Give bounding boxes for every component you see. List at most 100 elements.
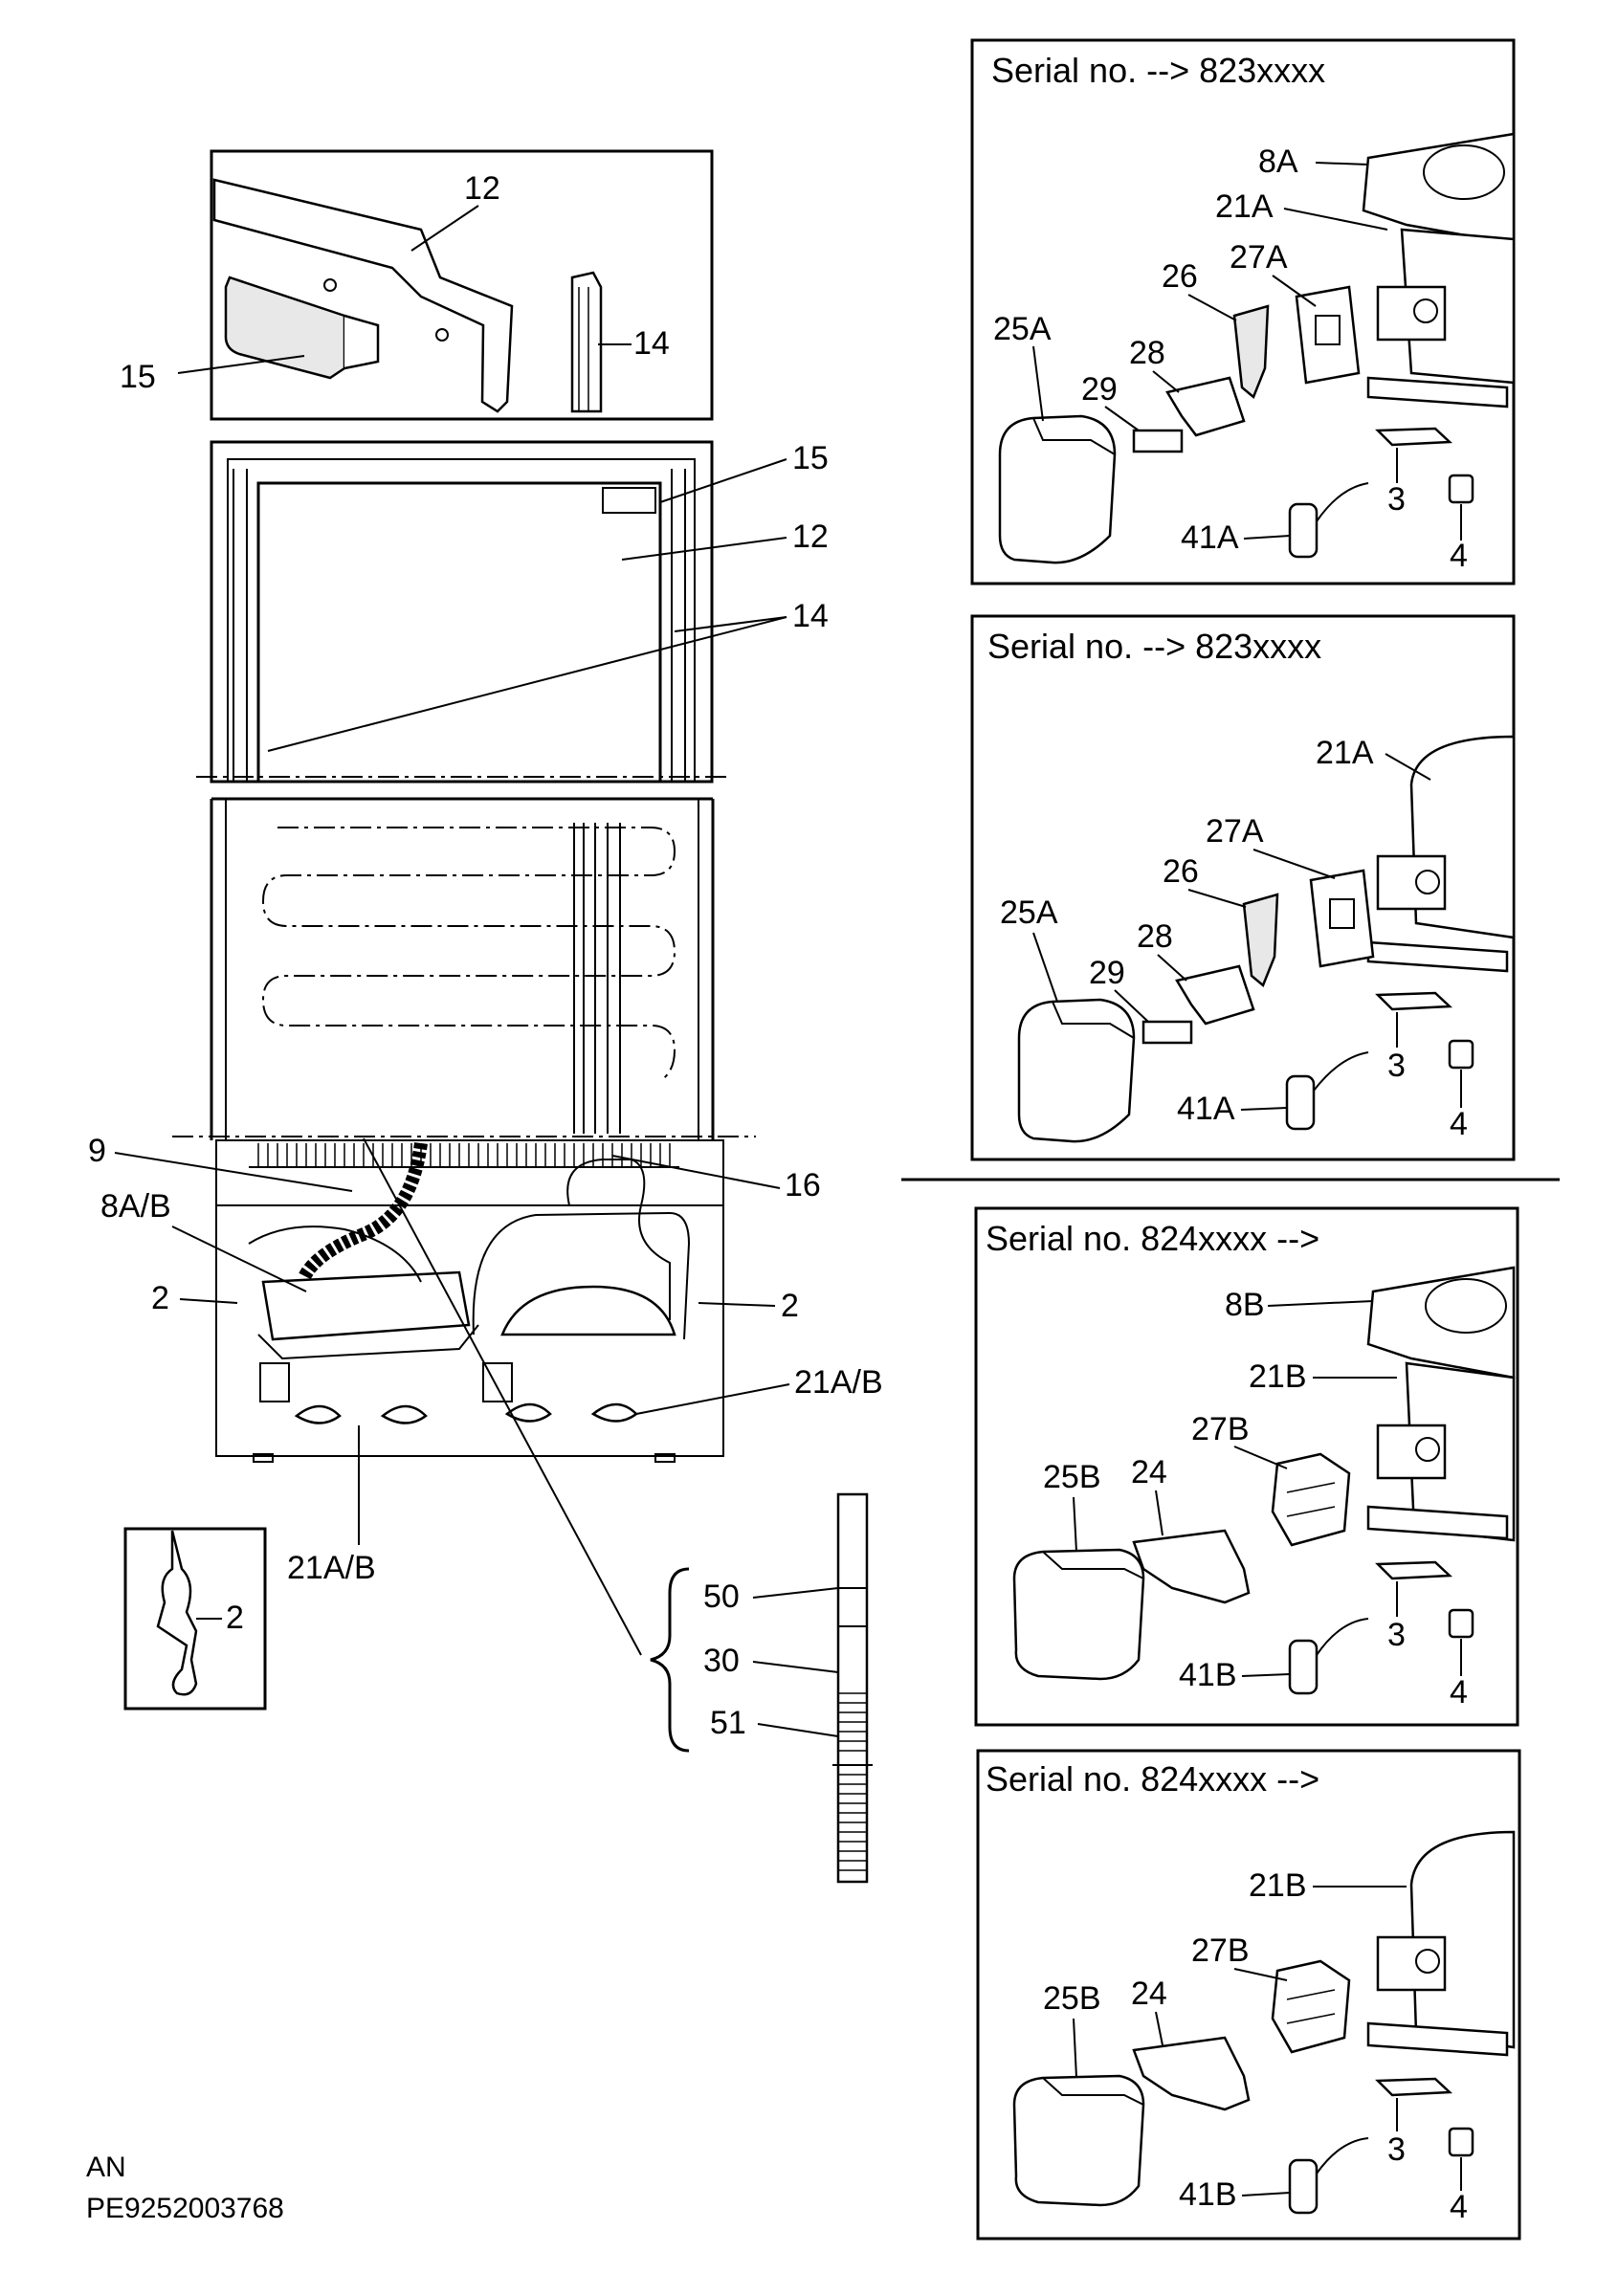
mount-feet [294,1402,638,1424]
p1-label-41a: 41A [1181,519,1239,556]
footer-code-an: AN [86,2152,126,2183]
p4-label-41b: 41B [1179,2176,1237,2213]
heater-inset: 2 [123,1527,267,1711]
top-inset-frame [210,149,714,421]
cover-25a-p1 [998,414,1117,564]
condenser-coil [261,827,676,1082]
relay-27b-p4 [1271,1959,1351,2054]
capacitor-41b-p3 [1288,1639,1319,1695]
door-inner-panel [256,481,662,784]
relay-27b-p3 [1271,1452,1351,1547]
p3-label-8b: 8B [1225,1287,1265,1323]
starter-24-p4 [1132,2036,1251,2111]
panel-4-frame [976,1749,1521,2241]
p3-label-4: 4 [1450,1674,1468,1711]
drain-hose [298,1142,428,1281]
panel-3-title: Serial no. 824xxxx --> [986,1219,1319,1258]
evaporation-tray [261,1270,471,1341]
panel-1: Serial no. --> 823xxxx 8A 21A 27A [970,38,1516,585]
label-30: 30 [703,1643,740,1679]
tray-8b [1366,1266,1516,1380]
p1-label-4: 4 [1450,538,1468,574]
label-14-door: 14 [792,598,829,634]
condenser-tubes [573,823,621,1134]
p3-label-3: 3 [1387,1617,1406,1653]
lamp-cover-drawing [224,276,346,380]
p2-label-3: 3 [1387,1048,1406,1084]
p3-label-27b: 27B [1191,1411,1250,1447]
pipe-b [566,1159,671,1320]
compressor-21b-p4 [1409,1830,1516,2049]
compartment-frame [215,1139,724,1457]
grommet-4-p3 [1448,1608,1474,1639]
cover-25b-p4 [1012,2074,1145,2207]
footer-doc-number: PE9252003768 [86,2193,284,2224]
capacitor-41b-p4 [1288,2158,1319,2215]
gasket-profile-drawing [570,271,603,413]
p2-label-27a: 27A [1206,813,1264,850]
clip-28-p1 [1165,376,1246,437]
relay-27a-p2 [1309,869,1375,968]
p3-label-25b: 25B [1043,1459,1101,1495]
p2-label-4: 4 [1450,1106,1468,1142]
label-12-inset: 12 [464,170,500,207]
p3-label-41b: 41B [1179,1657,1237,1693]
p3-label-21b: 21B [1249,1358,1307,1395]
panel-2-title: Serial no. --> 823xxxx [987,627,1321,666]
relay-27a-p1 [1295,285,1361,385]
label-21ab-right: 21A/B [794,1364,883,1401]
grommet-4-p4 [1448,2127,1474,2157]
label-8ab: 8A/B [100,1188,171,1225]
shelf-board-drawing [212,178,514,413]
panel-4: Serial no. 824xxxx --> 21B 27B 25B 24 3 … [976,1749,1521,2241]
bracket-26-p2 [1242,893,1279,988]
cover-25a-p2 [1017,998,1136,1143]
label-9: 9 [88,1133,106,1169]
p4-label-21b: 21B [1249,1867,1307,1904]
label-15-door: 15 [792,440,829,476]
door-gasket-left [233,469,248,782]
compressor-dome [500,1285,676,1336]
p4-label-24: 24 [1131,1976,1167,2012]
pipe-a [472,1211,691,1340]
plate-3-p4 [1375,2077,1453,2097]
p1-label-25a: 25A [993,311,1052,347]
p3-label-24: 24 [1131,1454,1167,1490]
label-2-left: 2 [151,1280,169,1316]
p2-label-41a: 41A [1177,1091,1235,1127]
grommet-4-p2 [1448,1039,1474,1070]
plate-3-p3 [1375,1560,1453,1580]
panel-4-title: Serial no. 824xxxx --> [986,1759,1319,1799]
label-16: 16 [785,1167,821,1203]
label-2-right: 2 [781,1288,799,1324]
panel-1-title: Serial no. --> 823xxxx [991,51,1325,90]
label-50: 50 [703,1578,740,1615]
grommet-4-p1 [1448,474,1474,504]
p2-label-26: 26 [1163,853,1199,890]
p4-label-27b: 27B [1191,1932,1250,1969]
p4-label-4: 4 [1450,2189,1468,2225]
label-2-heater: 2 [226,1600,244,1636]
top-inset: 12 15 14 [120,149,714,421]
p1-label-29: 29 [1081,371,1118,408]
door-frame [210,440,714,784]
label-21ab-bottom: 21A/B [287,1550,376,1586]
p1-label-27a: 27A [1230,239,1288,276]
heater-inset-frame [123,1527,267,1711]
vent-grille [249,1143,679,1168]
bracket-26-p1 [1232,304,1270,400]
capacitor-41a-p2 [1285,1074,1316,1131]
capacitor-41a-p1 [1288,502,1319,559]
clip-28-p2 [1175,964,1255,1026]
machine-compartment: 9 8A/B 2 2 16 21A/B 21A/B [88,1133,883,1656]
label-14-inset: 14 [633,325,670,362]
drain-tube [836,1492,869,1884]
p2-label-29: 29 [1089,955,1125,991]
p4-label-25b: 25B [1043,1980,1101,2017]
terminal-29-p2 [1141,1020,1193,1045]
p2-label-21a: 21A [1316,735,1374,771]
drain-hose-detail: 50 30 51 [650,1492,873,1884]
p1-label-26: 26 [1162,258,1198,295]
lamp-window [602,487,656,514]
